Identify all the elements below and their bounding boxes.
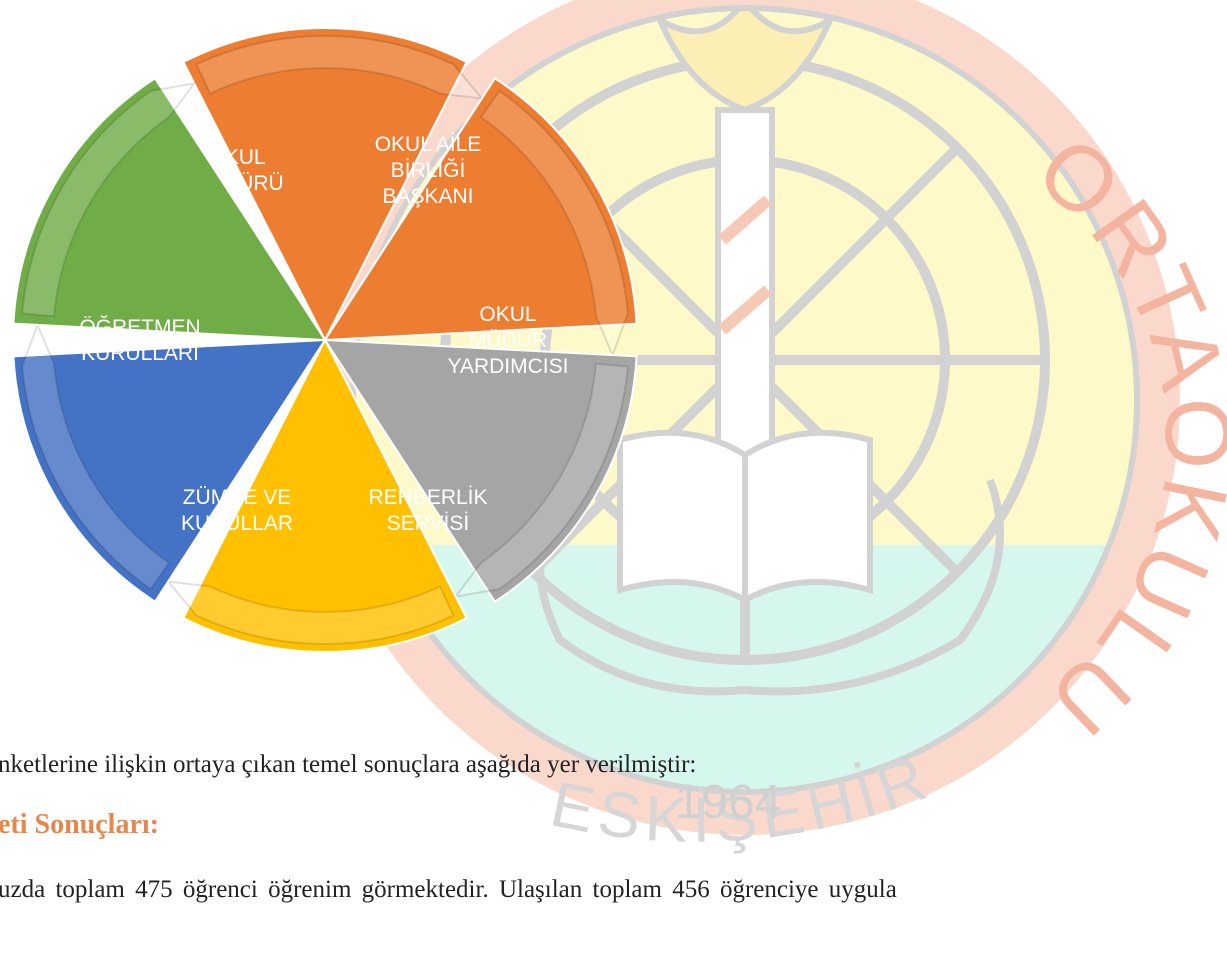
year-watermark-text: 1964 [675,776,782,829]
cycle-arrow-icon [21,81,197,318]
book-icon [617,429,873,606]
body-paragraph: uzda toplam 475 öğrenci öğrenim görmekte… [0,876,897,903]
segment-wedge [182,27,468,343]
intro-sentence: nketlerine ilişkin ortaya çıkan temel so… [0,751,697,778]
segment-wedge [12,76,327,342]
section-heading: eti Sonuçları: [0,809,159,840]
segment-wedge [323,76,638,342]
segment-wedge [323,338,638,604]
segment-wedge [12,338,327,604]
segment-wedge [182,337,468,653]
